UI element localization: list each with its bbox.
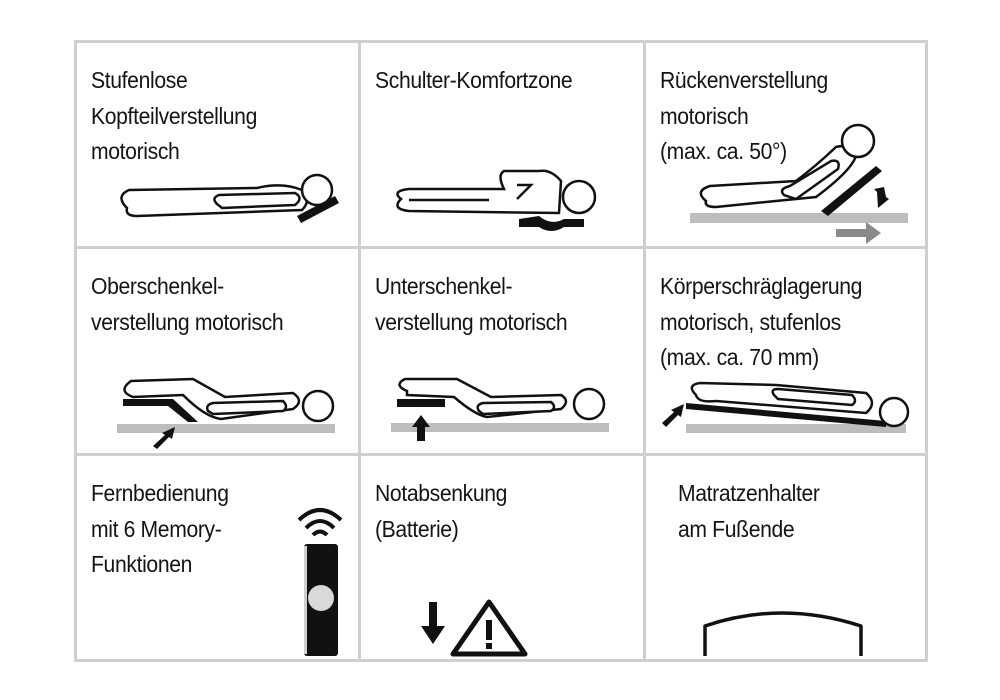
- remote-control-icon: [297, 508, 343, 656]
- feature-cell-matratzenhalter: Matratzenhalter am Fußende: [646, 456, 925, 659]
- feature-label: Fernbedienung mit 6 Memory- Funktionen: [91, 480, 229, 577]
- feature-label: Schulter-Komfortzone: [375, 67, 573, 93]
- thigh-adjust-icon: [117, 377, 335, 449]
- feature-cell-unterschenkel: Unterschenkel- verstellung motorisch: [361, 249, 646, 456]
- feature-label: Rückenverstellung motorisch (max. ca. 50…: [660, 67, 828, 164]
- feature-label: Unterschenkel- verstellung motorisch: [375, 273, 568, 335]
- shoulder-comfort-zone-icon: [396, 169, 597, 231]
- feature-label: Stufenlose Kopfteilverstellung motorisch: [91, 67, 257, 164]
- mattress-holder-icon: [703, 611, 863, 656]
- feature-label: Oberschenkel- verstellung motorisch: [91, 273, 284, 335]
- feature-cell-ruecken: Rückenverstellung motorisch (max. ca. 50…: [646, 43, 925, 249]
- body-tilt-icon: [662, 381, 910, 433]
- back-adjust-icon: [690, 123, 908, 244]
- feature-label: Matratzenhalter am Fußende: [678, 480, 820, 542]
- feature-cell-koerperschraeg: Körperschräglagerung motorisch, stufenlo…: [646, 249, 925, 456]
- feature-cell-kopfteil: Stufenlose Kopfteilverstellung motorisch: [77, 43, 361, 249]
- feature-label: Körperschräglagerung motorisch, stufenlo…: [660, 273, 863, 370]
- feature-cell-fernbedienung: Fernbedienung mit 6 Memory- Funktionen: [77, 456, 361, 659]
- feature-cell-schulter: Schulter-Komfortzone: [361, 43, 646, 249]
- feature-grid: Stufenlose Kopfteilverstellung motorisch…: [74, 40, 928, 662]
- lower-leg-adjust-icon: [391, 377, 609, 441]
- feature-cell-oberschenkel: Oberschenkel- verstellung motorisch: [77, 249, 361, 456]
- feature-cell-notabsenkung: Notabsenkung (Batterie): [361, 456, 646, 659]
- emergency-lowering-warning-icon: [421, 599, 528, 657]
- bed-head-adjust-icon: [120, 173, 339, 223]
- feature-label: Notabsenkung (Batterie): [375, 480, 508, 542]
